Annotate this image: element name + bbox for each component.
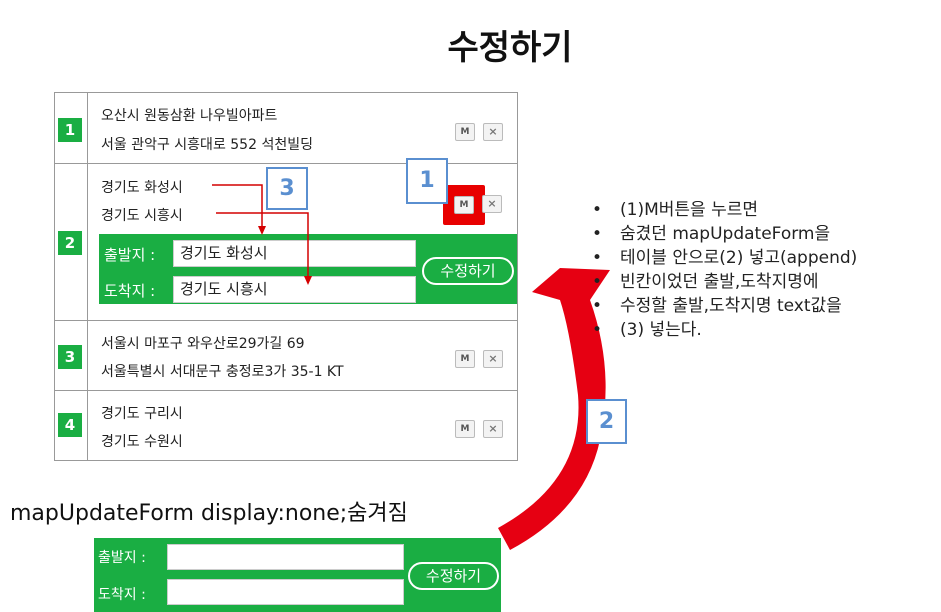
- destination-label: 도착지 :: [98, 587, 146, 603]
- row-destination: 경기도 시흥시: [101, 208, 183, 224]
- diagram-title: 수정하기: [447, 28, 573, 68]
- table-row: 1 오산시 원동삼환 나우빌아파트 서울 관악구 시흥대로 552 석천빌딩 M…: [55, 93, 517, 164]
- delete-button[interactable]: ×: [483, 420, 503, 438]
- modify-button[interactable]: M: [454, 196, 474, 214]
- departure-label: 출발지 :: [98, 550, 146, 566]
- table-row: 3 서울시 마포구 와우산로29가길 69 서울특별시 서대문구 충정로3가 3…: [55, 321, 517, 391]
- modify-button[interactable]: M: [455, 350, 475, 368]
- row-departure: 경기도 화성시: [101, 180, 183, 196]
- submit-update-button[interactable]: 수정하기: [408, 562, 499, 590]
- table-row: 2 경기도 화성시 경기도 시흥시: [55, 164, 517, 321]
- departure-label: 출발지 :: [104, 246, 156, 264]
- delete-button[interactable]: ×: [483, 350, 503, 368]
- list-item: 빈칸이었던 출발,도착지명에: [592, 270, 932, 294]
- callout-3: 3: [266, 167, 308, 210]
- row-destination: 서울특별시 서대문구 충정로3가 35-1 KT: [101, 364, 344, 380]
- list-item: (1)M버튼을 누르면: [592, 198, 932, 222]
- list-item: (3) 넣는다.: [592, 318, 932, 342]
- hidden-update-form: 출발지 : 도착지 : 수정하기: [94, 538, 501, 612]
- list-item: 테이블 안으로(2) 넣고(append): [592, 246, 932, 270]
- row-number: 2: [58, 231, 82, 255]
- delete-button[interactable]: ×: [483, 123, 503, 141]
- submit-update-button[interactable]: 수정하기: [422, 257, 514, 285]
- hidden-form-caption: mapUpdateForm display:none;숨겨짐: [10, 501, 408, 526]
- table-row: 4 경기도 구리시 경기도 수원시 M ×: [55, 391, 517, 460]
- row-destination: 경기도 수원시: [101, 434, 183, 450]
- row-number: 4: [58, 413, 82, 437]
- row-number: 3: [58, 345, 82, 369]
- departure-input[interactable]: 경기도 화성시: [173, 240, 416, 267]
- departure-input[interactable]: [167, 544, 404, 570]
- explanation-list: (1)M버튼을 누르면 숨겼던 mapUpdateForm을 테이블 안으로(2…: [592, 198, 932, 342]
- list-item: 수정할 출발,도착지명 text값을: [592, 294, 932, 318]
- row-departure: 서울시 마포구 와우산로29가길 69: [101, 336, 305, 352]
- row-departure: 오산시 원동삼환 나우빌아파트: [101, 108, 278, 124]
- modify-button[interactable]: M: [455, 420, 475, 438]
- delete-button[interactable]: ×: [482, 195, 502, 213]
- row-number: 1: [58, 118, 82, 142]
- destination-input[interactable]: [167, 579, 404, 605]
- destination-input[interactable]: 경기도 시흥시: [173, 276, 416, 303]
- callout-1: 1: [406, 158, 448, 204]
- inline-update-form: 출발지 : 경기도 화성시 도착지 : 경기도 시흥시 수정하기: [99, 234, 517, 304]
- callout-2: 2: [586, 399, 627, 444]
- destination-label: 도착지 :: [104, 282, 156, 300]
- list-item: 숨겼던 mapUpdateForm을: [592, 222, 932, 246]
- row-destination: 서울 관악구 시흥대로 552 석천빌딩: [101, 137, 313, 153]
- row-departure: 경기도 구리시: [101, 406, 183, 422]
- modify-button[interactable]: M: [455, 123, 475, 141]
